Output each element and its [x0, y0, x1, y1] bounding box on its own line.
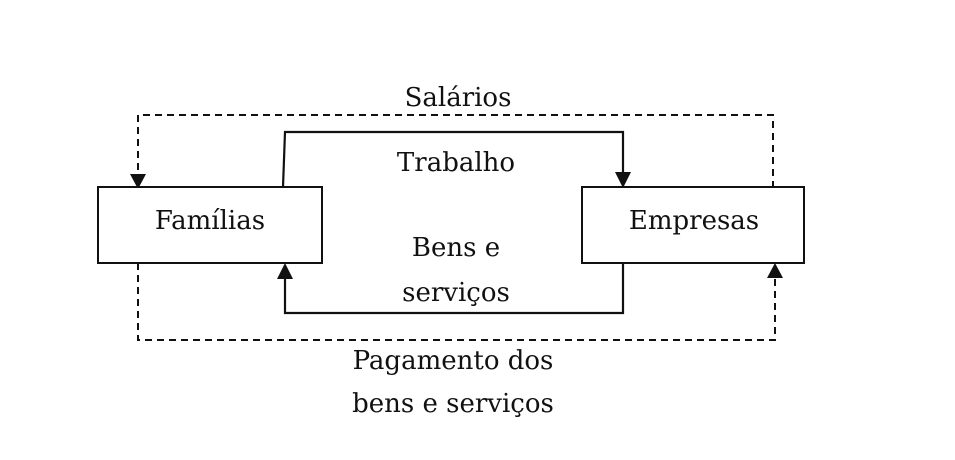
- empresas-label: Empresas: [629, 206, 759, 236]
- trabalho-flow-line: [281, 130, 625, 188]
- bens-servicos-label-line2: serviços: [402, 278, 510, 308]
- pagamento-arrowhead: [767, 263, 783, 278]
- familias-label: Famílias: [155, 206, 265, 236]
- salarios-flow-line: [137, 114, 774, 188]
- trabalho-label: Trabalho: [397, 148, 515, 178]
- trabalho-arrowhead: [615, 172, 631, 188]
- salarios-label: Salários: [405, 83, 512, 113]
- pagamento-label-line2: bens e serviços: [352, 389, 554, 419]
- bens-servicos-label-line1: Bens e: [412, 233, 500, 263]
- salarios-arrowhead: [130, 174, 146, 189]
- empresas-box: [581, 186, 805, 264]
- pagamento-flow-line: [137, 263, 776, 341]
- bens-servicos-flow-line: [283, 263, 625, 315]
- familias-box: [97, 186, 323, 264]
- bens-servicos-arrowhead: [277, 263, 293, 279]
- pagamento-label-line1: Pagamento dos: [353, 346, 554, 376]
